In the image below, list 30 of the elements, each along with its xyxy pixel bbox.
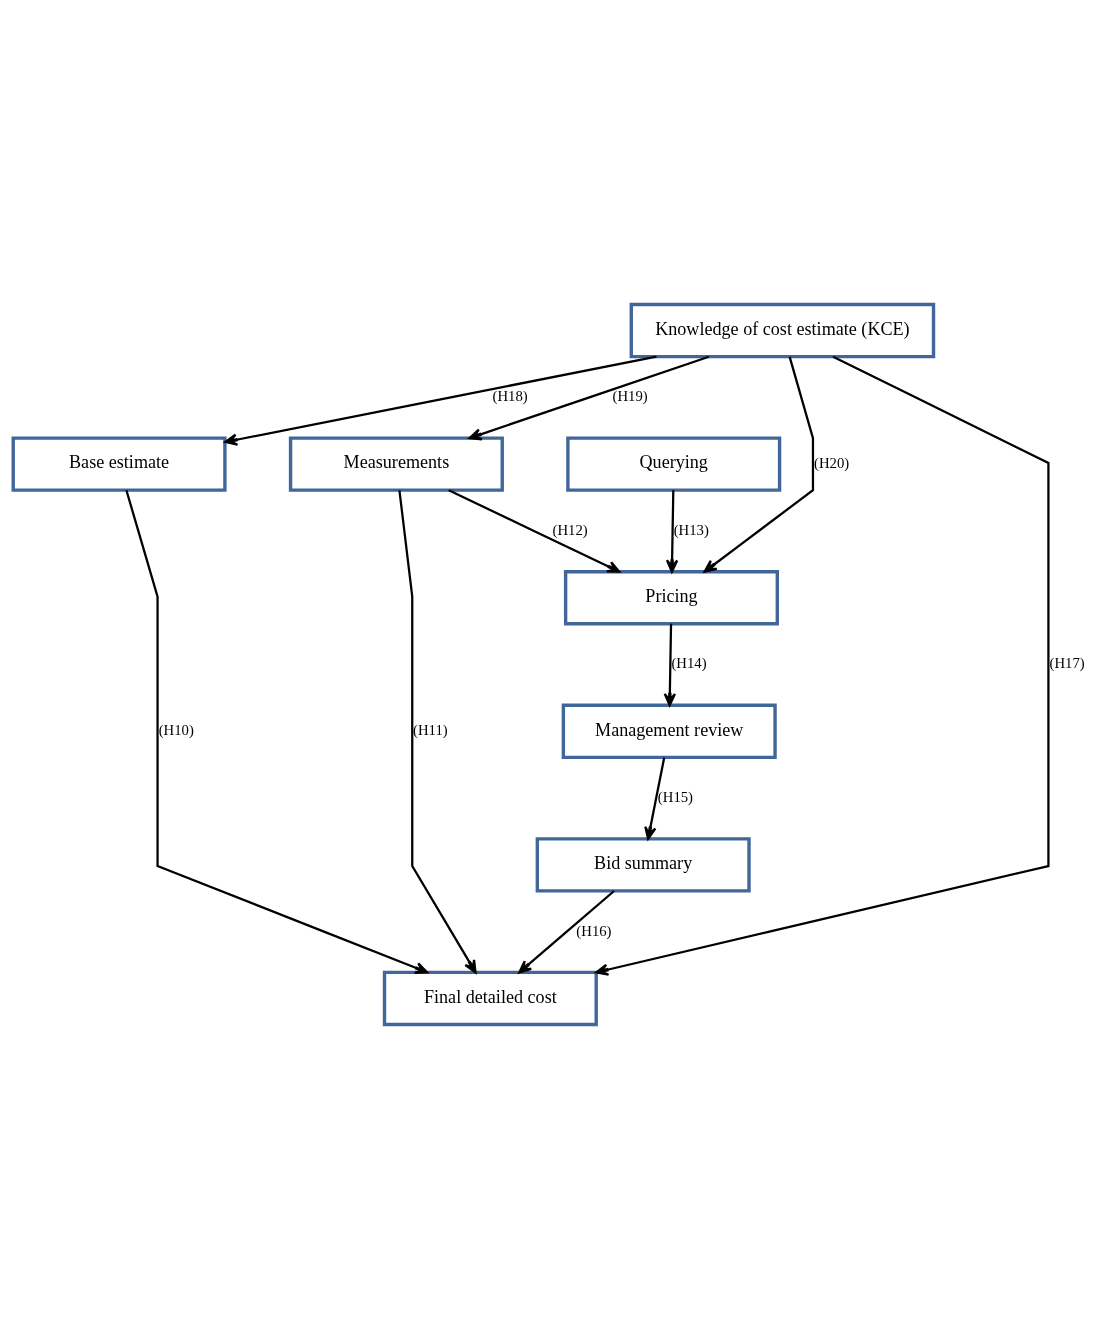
node-box: Pricing (563, 569, 779, 625)
arrow (125, 489, 429, 974)
arrow (644, 756, 666, 840)
edge-label: (H13) (673, 521, 709, 538)
edge-label: (H18) (492, 387, 528, 404)
node-box: Bid summary (535, 836, 751, 893)
edge-label: (H19) (612, 387, 648, 404)
arrow (448, 488, 621, 573)
edge-label: (H12) (552, 521, 588, 538)
arrow (665, 489, 679, 573)
arrow (468, 355, 710, 440)
node-box: Knowledge of cost estimate (KCE) (629, 302, 936, 358)
edge-label: (H11) (413, 721, 448, 738)
edge-label: (H15) (657, 788, 693, 805)
edge-label: (H20) (814, 454, 850, 471)
edge-label: (H17) (1049, 654, 1085, 671)
arrow (703, 356, 815, 573)
node-box: Management review (561, 703, 777, 759)
node-box: Measurements (288, 435, 504, 492)
arrow (595, 355, 1050, 976)
arrow (398, 489, 477, 973)
arrow (663, 623, 677, 706)
node-box: Querying (566, 435, 782, 492)
node-box: Final detailed cost (382, 970, 598, 1026)
edge-label: (H14) (671, 654, 707, 671)
edge-label: (H10) (158, 721, 194, 738)
arrow (224, 355, 657, 446)
arrow (518, 889, 615, 973)
edge-label: (H16) (576, 922, 612, 938)
node-box: Base estimate (11, 435, 227, 492)
